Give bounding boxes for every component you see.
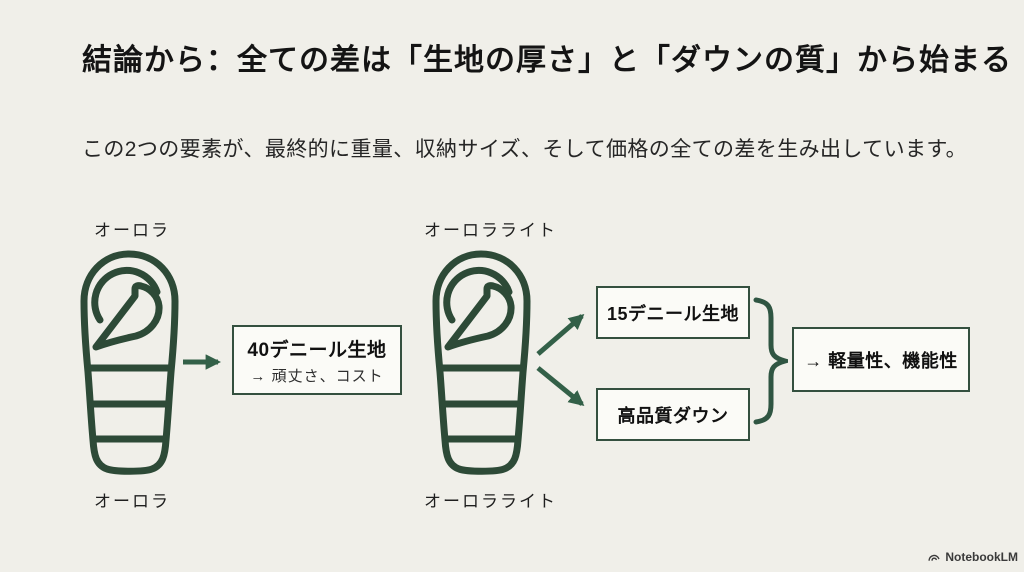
result-box-title: → 軽量性、機能性 <box>804 350 958 371</box>
down-quality-box-title: 高品質ダウン <box>617 405 729 426</box>
aurora-label-bottom: オーロラ <box>94 492 170 511</box>
notebooklm-logo-icon <box>928 554 940 561</box>
sleeping-bag-icon-aurora-light <box>428 248 534 480</box>
fabric-box-aurora-title: 40デニール生地 <box>247 339 387 361</box>
slide-title: 結論から：全ての差は「生地の厚さ」と「ダウンの質」から始まる <box>82 44 1012 77</box>
result-box: → 軽量性、機能性 <box>792 327 970 392</box>
slide-subtitle: この2つの要素が、最終的に重量、収納サイズ、そして価格の全ての差を生み出していま… <box>82 138 968 161</box>
fan-out-arrows-icon <box>536 313 585 406</box>
fabric-box-aurora-note: → 頑丈さ、コスト <box>250 367 384 385</box>
sleeping-bag-icon-aurora <box>80 250 179 475</box>
fabric-box-aurora-light-title: 15デニール生地 <box>606 303 740 324</box>
right-arrow-icon <box>183 354 222 370</box>
watermark-brand-label: NotebookLM <box>945 550 1018 564</box>
watermark: NotebookLM <box>927 550 1018 564</box>
fabric-box-aurora: 40デニール生地 → 頑丈さ、コスト <box>232 325 402 395</box>
fabric-box-aurora-light: 15デニール生地 <box>596 286 750 339</box>
aurora-light-label-bottom: オーロラライト <box>424 492 557 511</box>
down-quality-box: 高品質ダウン <box>596 388 750 441</box>
curly-brace-icon <box>753 297 788 425</box>
aurora-light-label-top: オーロラライト <box>424 221 557 240</box>
aurora-label-top: オーロラ <box>94 221 170 240</box>
